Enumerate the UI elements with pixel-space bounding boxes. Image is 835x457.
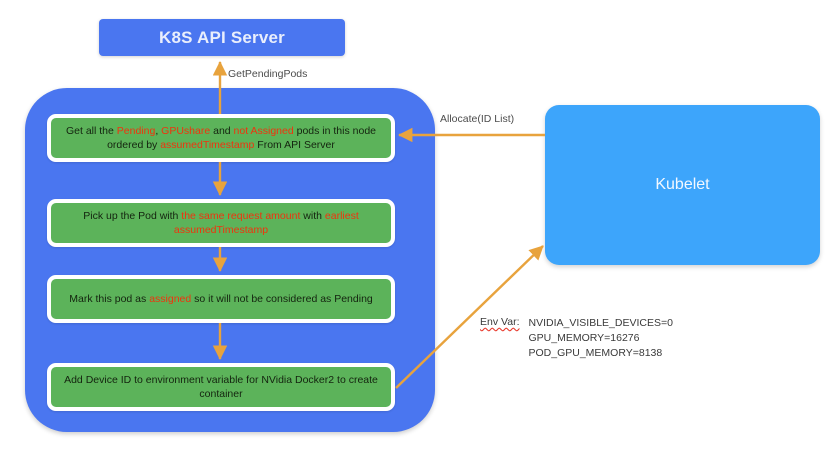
step-4-text: Add Device ID to environment variable fo… — [64, 374, 378, 400]
step-1-text: Get all the Pending, GPUshare and not As… — [65, 125, 376, 151]
kubelet-label: Kubelet — [655, 176, 710, 193]
k8s-api-server-box: K8S API Server — [99, 19, 345, 56]
step-3-text: Mark this pod as assigned so it will not… — [69, 293, 373, 305]
step-2-text: Pick up the Pod with the same request am… — [83, 210, 359, 236]
step-box-mark-assigned: Mark this pod as assigned so it will not… — [47, 275, 395, 323]
edge-label-allocate: Allocate(ID List) — [440, 113, 515, 125]
step-box-pick-pod: Pick up the Pod with the same request am… — [47, 199, 395, 247]
edge-label-get-pending-pods: GetPendingPods — [228, 68, 308, 80]
step-box-get-pending-pods: Get all the Pending, GPUshare and not As… — [47, 114, 395, 162]
step-box-add-device-id: Add Device ID to environment variable fo… — [47, 363, 395, 411]
env-var-label: Env Var: — [480, 316, 520, 328]
k8s-api-server-label: K8S API Server — [159, 27, 285, 47]
kubelet-box: Kubelet — [545, 105, 820, 265]
